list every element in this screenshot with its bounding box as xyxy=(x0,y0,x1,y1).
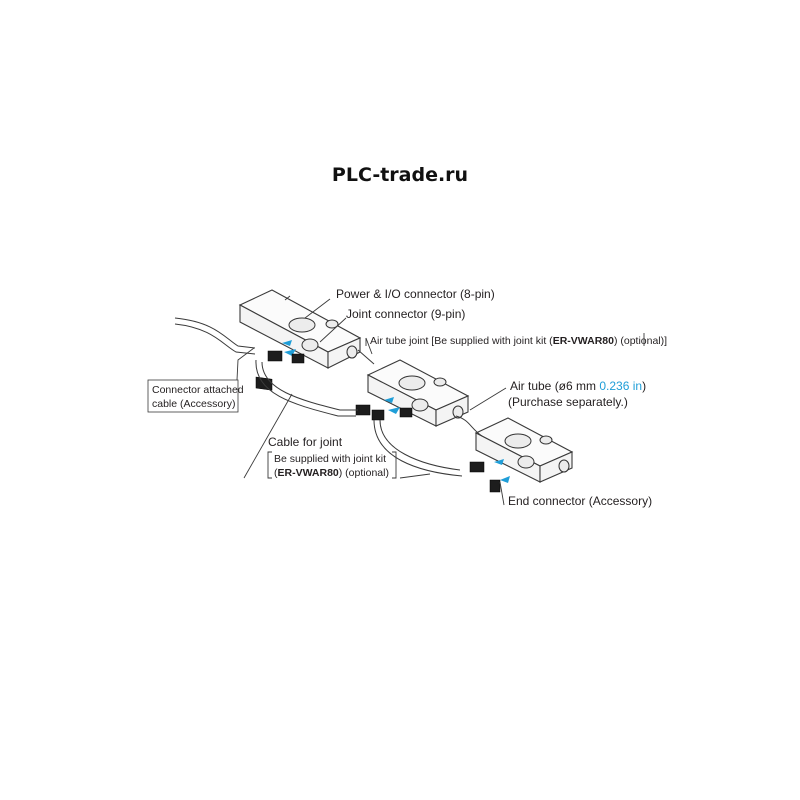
leader-air-tube xyxy=(469,387,507,411)
leader-joint-connector xyxy=(319,317,347,343)
label-joint-connector: Joint connector (9-pin) xyxy=(346,307,465,321)
label-connector-cable-2: cable (Accessory) xyxy=(152,398,235,410)
connector-plug-3 xyxy=(469,459,510,493)
joint-cable-2 xyxy=(379,419,461,471)
connector-cable-box xyxy=(147,379,239,413)
label-purchase: (Purchase separately.) xyxy=(508,395,628,409)
sensor-unit-2 xyxy=(366,359,470,427)
connector-plug-2 xyxy=(355,397,413,421)
label-end-connector: End connector (Accessory) xyxy=(508,494,652,508)
label-connector-cable-1: Connector attached xyxy=(152,384,244,396)
label-cable-joint-note-2: (ER-VWAR80) (optional) xyxy=(274,467,389,479)
label-air-tube: Air tube (ø6 mm 0.236 in) xyxy=(510,379,646,393)
leader-cable-joint-a xyxy=(243,393,293,479)
leader-end-connector xyxy=(499,481,505,506)
leader-air-tube-joint xyxy=(365,337,373,355)
joint-cable-1 xyxy=(261,361,358,411)
air-tube-1 xyxy=(357,349,375,365)
leader-cable-joint-b xyxy=(399,473,431,479)
label-power-io: Power & I/O connector (8-pin) xyxy=(336,287,495,301)
sensor-unit-3 xyxy=(474,417,574,483)
label-air-tube-joint: Air tube joint [Be supplied with joint k… xyxy=(370,335,667,347)
watermark-text: PLC-trade.ru xyxy=(331,164,469,186)
main-cable xyxy=(174,317,256,349)
label-cable-joint: Cable for joint xyxy=(268,435,343,449)
sensor-unit-1 xyxy=(238,289,362,369)
leader-power-io xyxy=(304,298,331,319)
label-cable-joint-note-1: Be supplied with joint kit xyxy=(274,453,386,465)
